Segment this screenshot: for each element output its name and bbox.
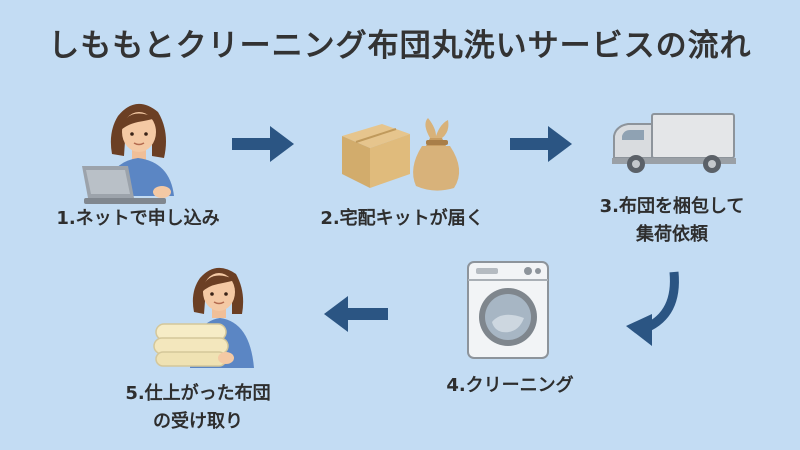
- step-3-label-line2: 集荷依頼: [636, 224, 708, 245]
- step-4-label: 4.クリーニング: [446, 375, 574, 396]
- truck-icon: [612, 113, 736, 173]
- arrow-right-icon: [510, 126, 572, 162]
- arrow-right-icon: [232, 126, 294, 162]
- curved-arrow-down-icon: [626, 271, 679, 346]
- step-5-label-line2: の受け取り: [153, 411, 243, 432]
- arrow-left-icon: [324, 296, 388, 332]
- person-futon-icon: [153, 267, 254, 368]
- step-2-label: 2.宅配キットが届く: [320, 208, 484, 229]
- step-3-label-line1: 3.布団を梱包して: [599, 196, 745, 217]
- step-5-label: 5.仕上がった布団 の受け取り: [98, 380, 298, 436]
- box-and-bag-icon: [342, 118, 460, 191]
- person-laptop-icon: [82, 103, 174, 204]
- step-5-label-line1: 5.仕上がった布団: [125, 383, 271, 404]
- washing-machine-icon: [467, 261, 549, 359]
- page-title: しももとクリーニング布団丸洗いサービスの流れ: [48, 28, 752, 64]
- step-3-label: 3.布団を梱包して 集荷依頼: [572, 193, 772, 249]
- step-1-label: 1.ネットで申し込み: [56, 208, 220, 229]
